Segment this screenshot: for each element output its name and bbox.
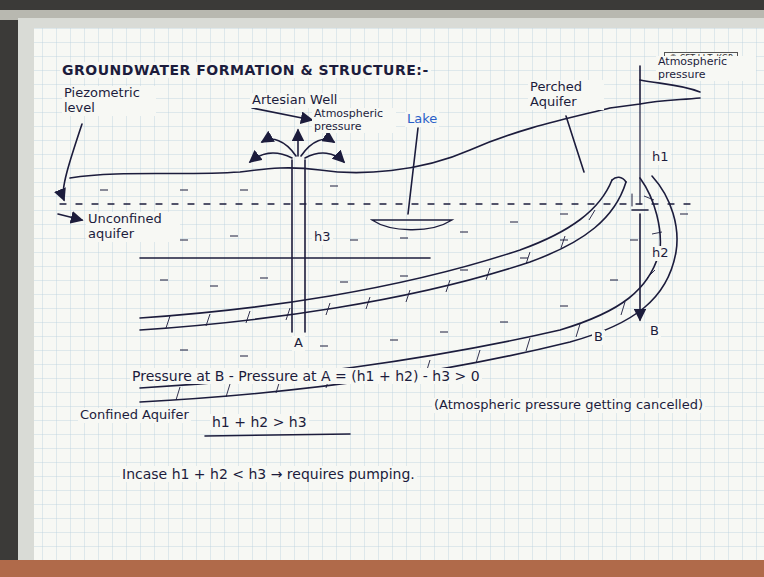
dimension-label: h1 [650, 150, 671, 165]
leader-label: Lake [405, 112, 439, 127]
region-label: Confined Aquifer [78, 408, 191, 423]
equation-text: Pressure at B - Pressure at A = (h1 + h2… [130, 368, 482, 384]
point-label: A [292, 336, 305, 351]
equation-text: Incase h1 + h2 < h3 → requires pumping. [120, 466, 417, 482]
leader-label: Artesian Well [250, 93, 339, 108]
leader-label: Piezometric level [62, 86, 156, 116]
point-label: B [648, 324, 661, 339]
note-text: (Atmospheric pressure getting cancelled) [432, 398, 705, 413]
dimension-label: h2 [650, 246, 671, 261]
note-label: Atmospheric pressure [312, 108, 396, 133]
leader-label: Perched Aquifer [528, 80, 604, 110]
equation-text: h1 + h2 > h3 [210, 414, 309, 430]
region-label: Unconfined aquifer [86, 212, 180, 242]
note-label: Atmospheric pressure [656, 56, 756, 81]
point-label: B [592, 330, 605, 345]
diagram-title: GROUNDWATER FORMATION & STRUCTURE:- [60, 62, 431, 78]
dimension-label: h3 [312, 230, 333, 245]
